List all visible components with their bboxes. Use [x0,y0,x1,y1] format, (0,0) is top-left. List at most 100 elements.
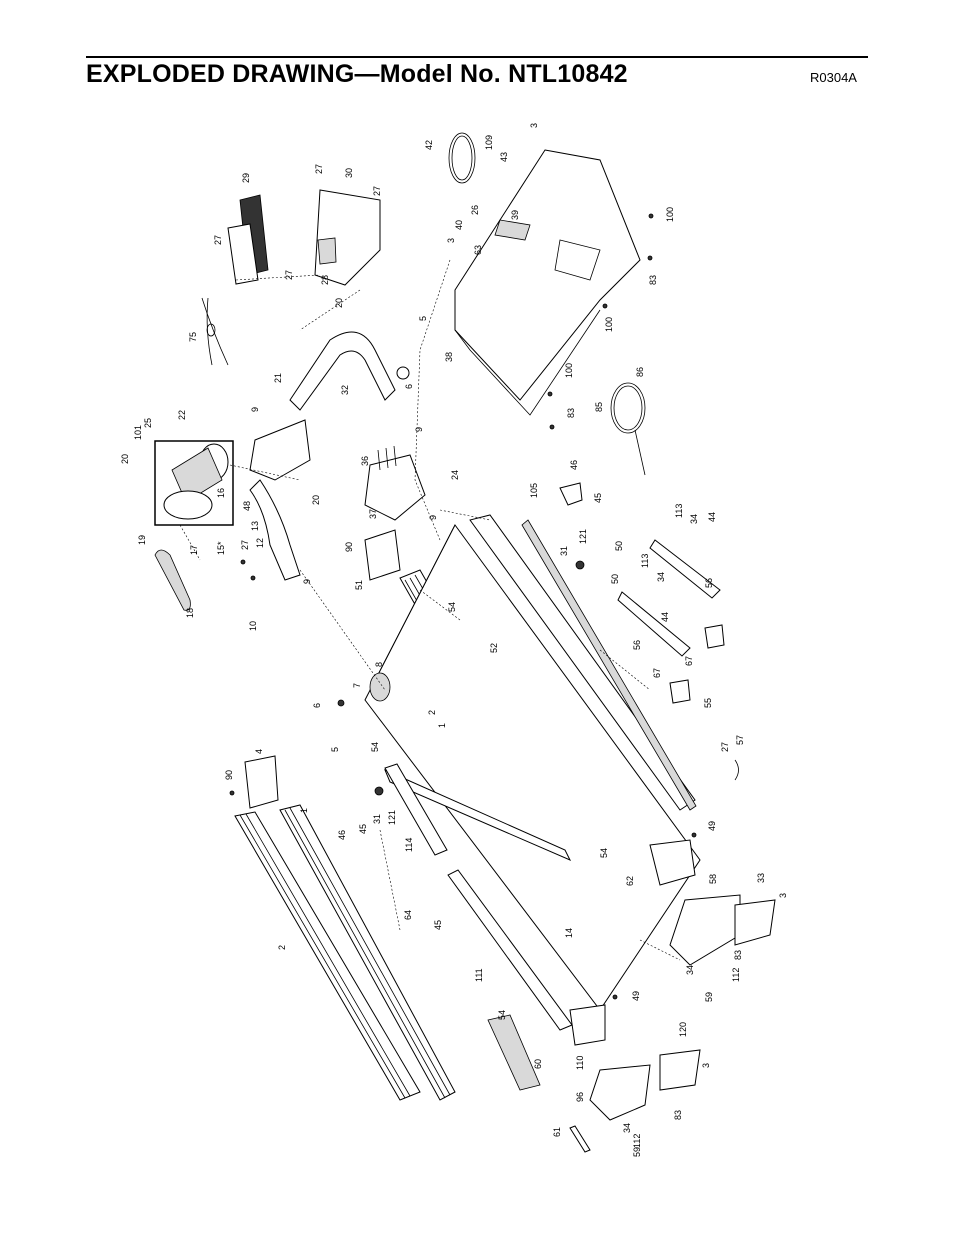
part-number-callout: 64 [403,910,413,920]
part-number-callout: 50 [614,541,624,551]
part-number-callout: 28 [320,275,330,285]
part-number-callout: 27 [213,235,223,245]
part-number-callout: 34 [689,514,699,524]
part-number-callout: 54 [599,848,609,858]
part-number-callout: 8 [374,662,384,667]
part-number-callout: 62 [625,876,635,886]
part-number-callout: 9 [414,427,424,432]
part-number-callout: 27 [240,540,250,550]
part-number-callout: 12 [255,538,265,548]
part-number-callout: 52 [489,643,499,653]
part-number-callout: 43 [499,152,509,162]
part-number-callout: 61 [552,1127,562,1137]
part-number-callout: 109 [484,135,494,150]
part-number-callout: 34 [622,1123,632,1133]
part-number-callout: 14 [564,928,574,938]
part-number-callout: 4 [254,749,264,754]
part-number-callout: 9 [428,515,438,520]
part-number-callout: 2 [277,945,287,950]
part-number-callout: 85 [594,402,604,412]
part-number-callout: 112 [731,968,741,982]
part-number-callout: 32 [340,385,350,395]
part-number-callout: 5 [418,316,428,321]
part-number-callout: 30 [344,168,354,178]
part-number-callout: 37 [368,509,378,519]
part-number-callout: 96 [575,1092,585,1102]
page-title: EXPLODED DRAWING—Model No. NTL10842 [86,60,628,88]
part-number-callout: 2 [427,710,437,715]
part-number-callout: 25 [143,418,153,428]
parts-art [154,132,776,1153]
part-number-callout: 6 [404,384,414,389]
part-number-callout: 113 [674,504,684,518]
part-number-callout: 83 [566,408,576,418]
part-number-callout: 21 [273,373,283,383]
part-number-callout: 9 [302,579,312,584]
part-number-callout: 46 [569,460,579,470]
part-number-callout: 111 [474,968,484,982]
part-number-callout: 13 [250,521,260,531]
part-number-callout: 113 [640,554,650,568]
part-number-callout: 22 [177,410,187,420]
part-number-callout: 54 [447,602,457,612]
part-number-callout: 49 [631,991,641,1001]
part-number-callout: 24 [450,470,460,480]
part-number-callout: 112 [632,1134,642,1148]
part-number-callout: 110 [575,1056,585,1070]
part-number-callout: 45 [358,824,368,834]
part-number-callout: 45 [593,493,603,503]
part-number-callout: 34 [685,965,695,975]
part-number-callout: 55 [703,698,713,708]
part-number-callout: 63 [473,245,483,255]
part-number-callout: 3 [446,238,456,243]
part-number-callout: 16 [216,488,226,498]
part-number-callout: 60 [533,1059,543,1069]
part-number-callout: 121 [387,810,397,825]
part-number-callout: 45 [433,920,443,930]
part-number-callout: 121 [578,529,588,544]
part-number-callout: 3 [701,1063,711,1068]
part-number-callout: 5 [330,747,340,752]
part-number-callout: 20 [334,298,344,308]
part-number-callout: 42 [424,140,434,150]
part-number-callout: 101 [133,425,143,440]
part-number-callout: 9 [250,407,260,412]
part-number-callout: 38 [444,352,454,362]
part-number-callout: 1 [437,723,447,728]
part-number-callout: 44 [707,512,717,522]
part-number-callout: 34 [656,572,666,582]
part-number-callouts: 42 109 43 3 26 40 39 3 63 100 83 100 38 … [120,123,788,1157]
part-number-callout: 83 [648,275,658,285]
part-number-callout: 75 [188,332,198,342]
part-number-callout: 51 [354,580,364,590]
part-number-callout: 15* [216,541,226,555]
part-number-callout: 1 [299,808,309,813]
part-number-callout: 6 [312,703,322,708]
part-number-callout: 3 [778,893,788,898]
part-number-callout: 114 [404,838,414,852]
part-number-callout: 39 [510,210,520,220]
part-number-callout: 19 [137,535,147,545]
part-number-callout: 90 [344,542,354,552]
part-number-callout: 56 [704,578,714,588]
part-number-callout: 58 [708,874,718,884]
part-number-callout: 100 [564,363,574,378]
part-number-callout: 48 [242,501,252,511]
part-number-callout: 27 [720,742,730,752]
part-number-callout: 44 [660,612,670,622]
part-number-callout: 83 [733,950,743,960]
part-number-callout: 50 [610,574,620,584]
drawing-code: R0304A [810,70,857,85]
part-number-callout: 20 [311,495,321,505]
part-number-callout: 27 [284,270,294,280]
part-number-callout: 10 [248,621,258,631]
part-number-callout: 7 [352,683,362,688]
part-number-callout: 33 [756,873,766,883]
part-number-callout: 20 [120,454,130,464]
part-number-callout: 83 [673,1110,683,1120]
part-number-callout: 54 [370,742,380,752]
part-number-callout: 54 [497,1010,507,1020]
part-number-callout: 120 [678,1022,688,1037]
part-number-callout: 29 [241,173,251,183]
